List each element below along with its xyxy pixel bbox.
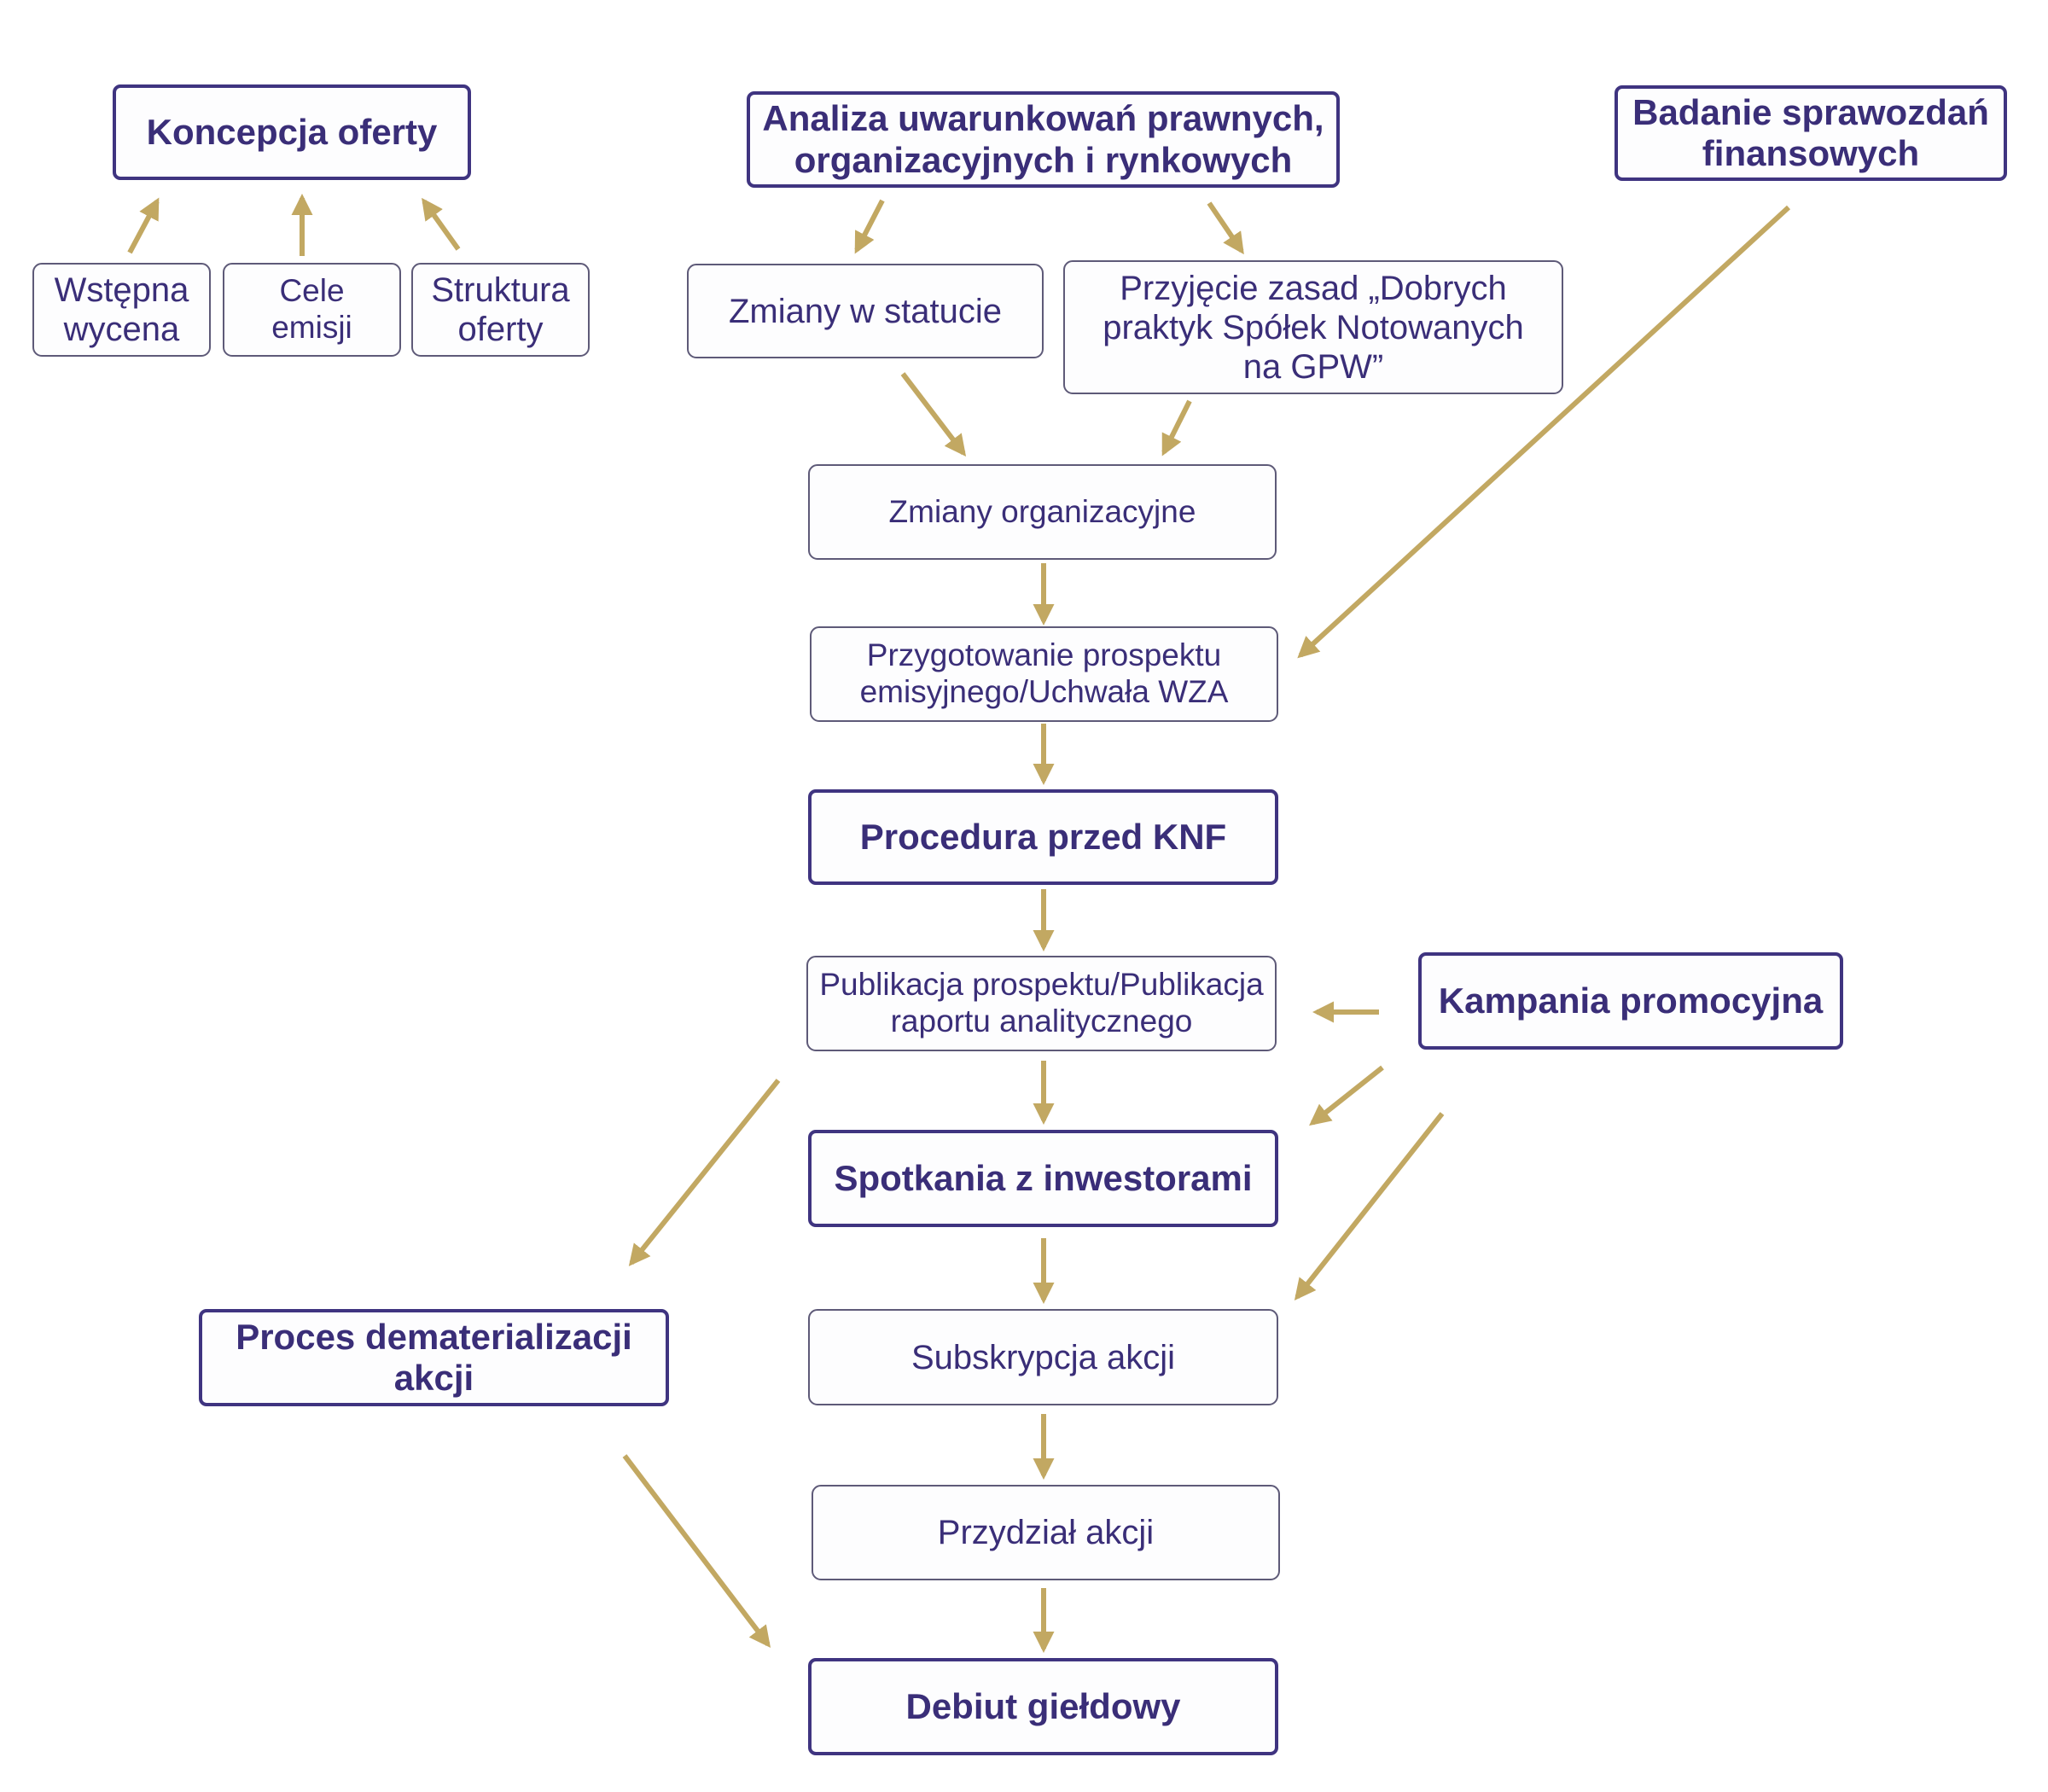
- arrow-struktura-to-koncepcja: [422, 197, 461, 251]
- arrow-wstepna-to-koncepcja: [127, 197, 160, 254]
- arrow-badanie-to-przygotowanie: [1297, 205, 1791, 659]
- arrow-analiza-to-przyjecie: [1207, 201, 1244, 255]
- arrow-statut-to-zmianyorg: [900, 372, 967, 457]
- node-proces-dematerializacji: Proces dematerializacji akcji: [199, 1309, 669, 1406]
- node-struktura-oferty: Struktura oferty: [411, 263, 590, 357]
- node-przyjecie-zasad: Przyjęcie zasad „Dobrych praktyk Spółek …: [1063, 260, 1563, 394]
- node-procedura-przed-knf: Procedura przed KNF: [808, 789, 1278, 885]
- node-wstepna-wycena: Wstępna wycena: [32, 263, 211, 357]
- node-koncepcja-oferty: Koncepcja oferty: [113, 84, 471, 180]
- arrow-dematerializacja-to-debiut: [622, 1454, 771, 1649]
- node-subskrypcja-akcji: Subskrypcja akcji: [808, 1309, 1278, 1405]
- arrow-publikacja-to-dematerializacja: [628, 1079, 781, 1266]
- node-zmiany-organizacyjne: Zmiany organizacyjne: [808, 464, 1277, 560]
- node-przydzial-akcji: Przydział akcji: [812, 1485, 1280, 1580]
- node-badanie-sprawozdan: Badanie sprawozdań finansowych: [1615, 85, 2007, 181]
- node-analiza-uwarunkowan: Analiza uwarunkowań prawnych, organizacy…: [747, 91, 1340, 188]
- node-kampania-promocyjna: Kampania promocyjna: [1418, 952, 1843, 1050]
- arrow-kampania-to-subskrypcja: [1294, 1112, 1445, 1300]
- node-zmiany-w-statucie: Zmiany w statucie: [687, 264, 1044, 358]
- node-cele-emisji: Cele emisji: [223, 263, 401, 357]
- node-debiut-gieldowy: Debiut giełdowy: [808, 1658, 1278, 1755]
- arrow-analiza-to-statut: [854, 199, 885, 254]
- node-publikacja-prospektu: Publikacja prospektu/Publikacja raportu …: [806, 956, 1277, 1051]
- arrow-kampania-to-spotkania: [1309, 1065, 1384, 1126]
- arrow-przyjecie-to-zmianyorg: [1161, 399, 1192, 457]
- node-spotkania-z-inwestorami: Spotkania z inwestorami: [808, 1130, 1278, 1227]
- node-przygotowanie-prospektu: Przygotowanie prospektu emisyjnego/Uchwa…: [810, 626, 1278, 722]
